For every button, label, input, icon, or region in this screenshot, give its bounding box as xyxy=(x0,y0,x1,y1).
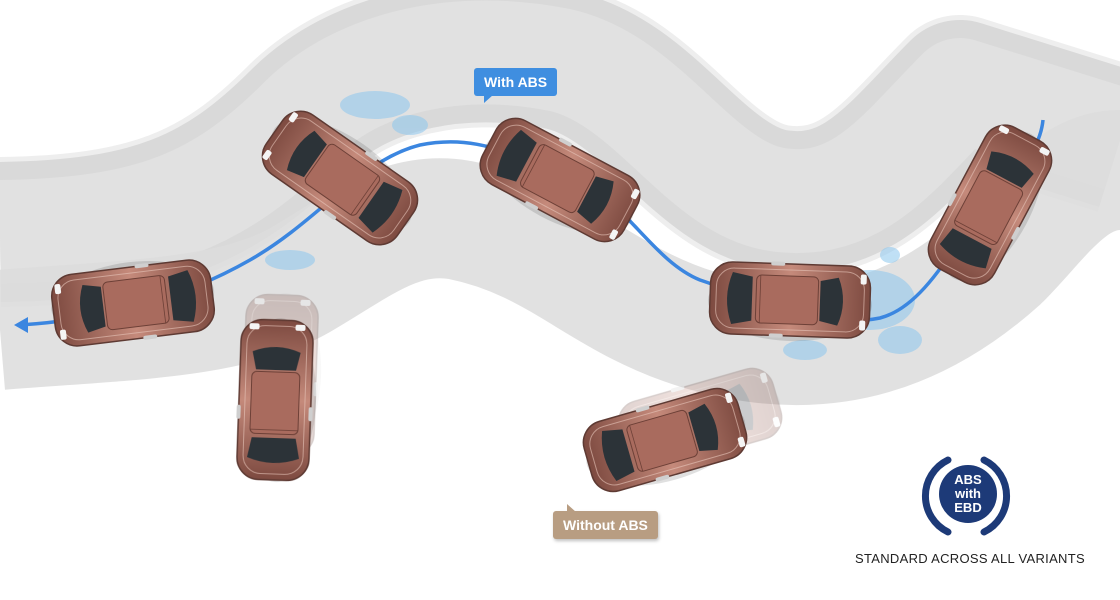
abs-ebd-badge: ABS with EBD xyxy=(914,450,1014,540)
direction-arrow-icon xyxy=(14,317,28,333)
badge-line-3: EBD xyxy=(954,500,982,515)
badge-line-2: with xyxy=(955,486,981,501)
car-icon xyxy=(233,315,320,485)
car-icon xyxy=(705,258,875,345)
without-abs-label: Without ABS xyxy=(553,504,658,539)
badge-line-1: ABS xyxy=(954,472,982,487)
standard-caption: STANDARD ACROSS ALL VARIANTS xyxy=(855,551,1085,566)
abs-ebd-badge-icon xyxy=(922,456,1010,536)
with-abs-label: With ABS xyxy=(474,68,558,103)
abs-ebd-badge-circle: ABS with EBD xyxy=(939,465,997,523)
